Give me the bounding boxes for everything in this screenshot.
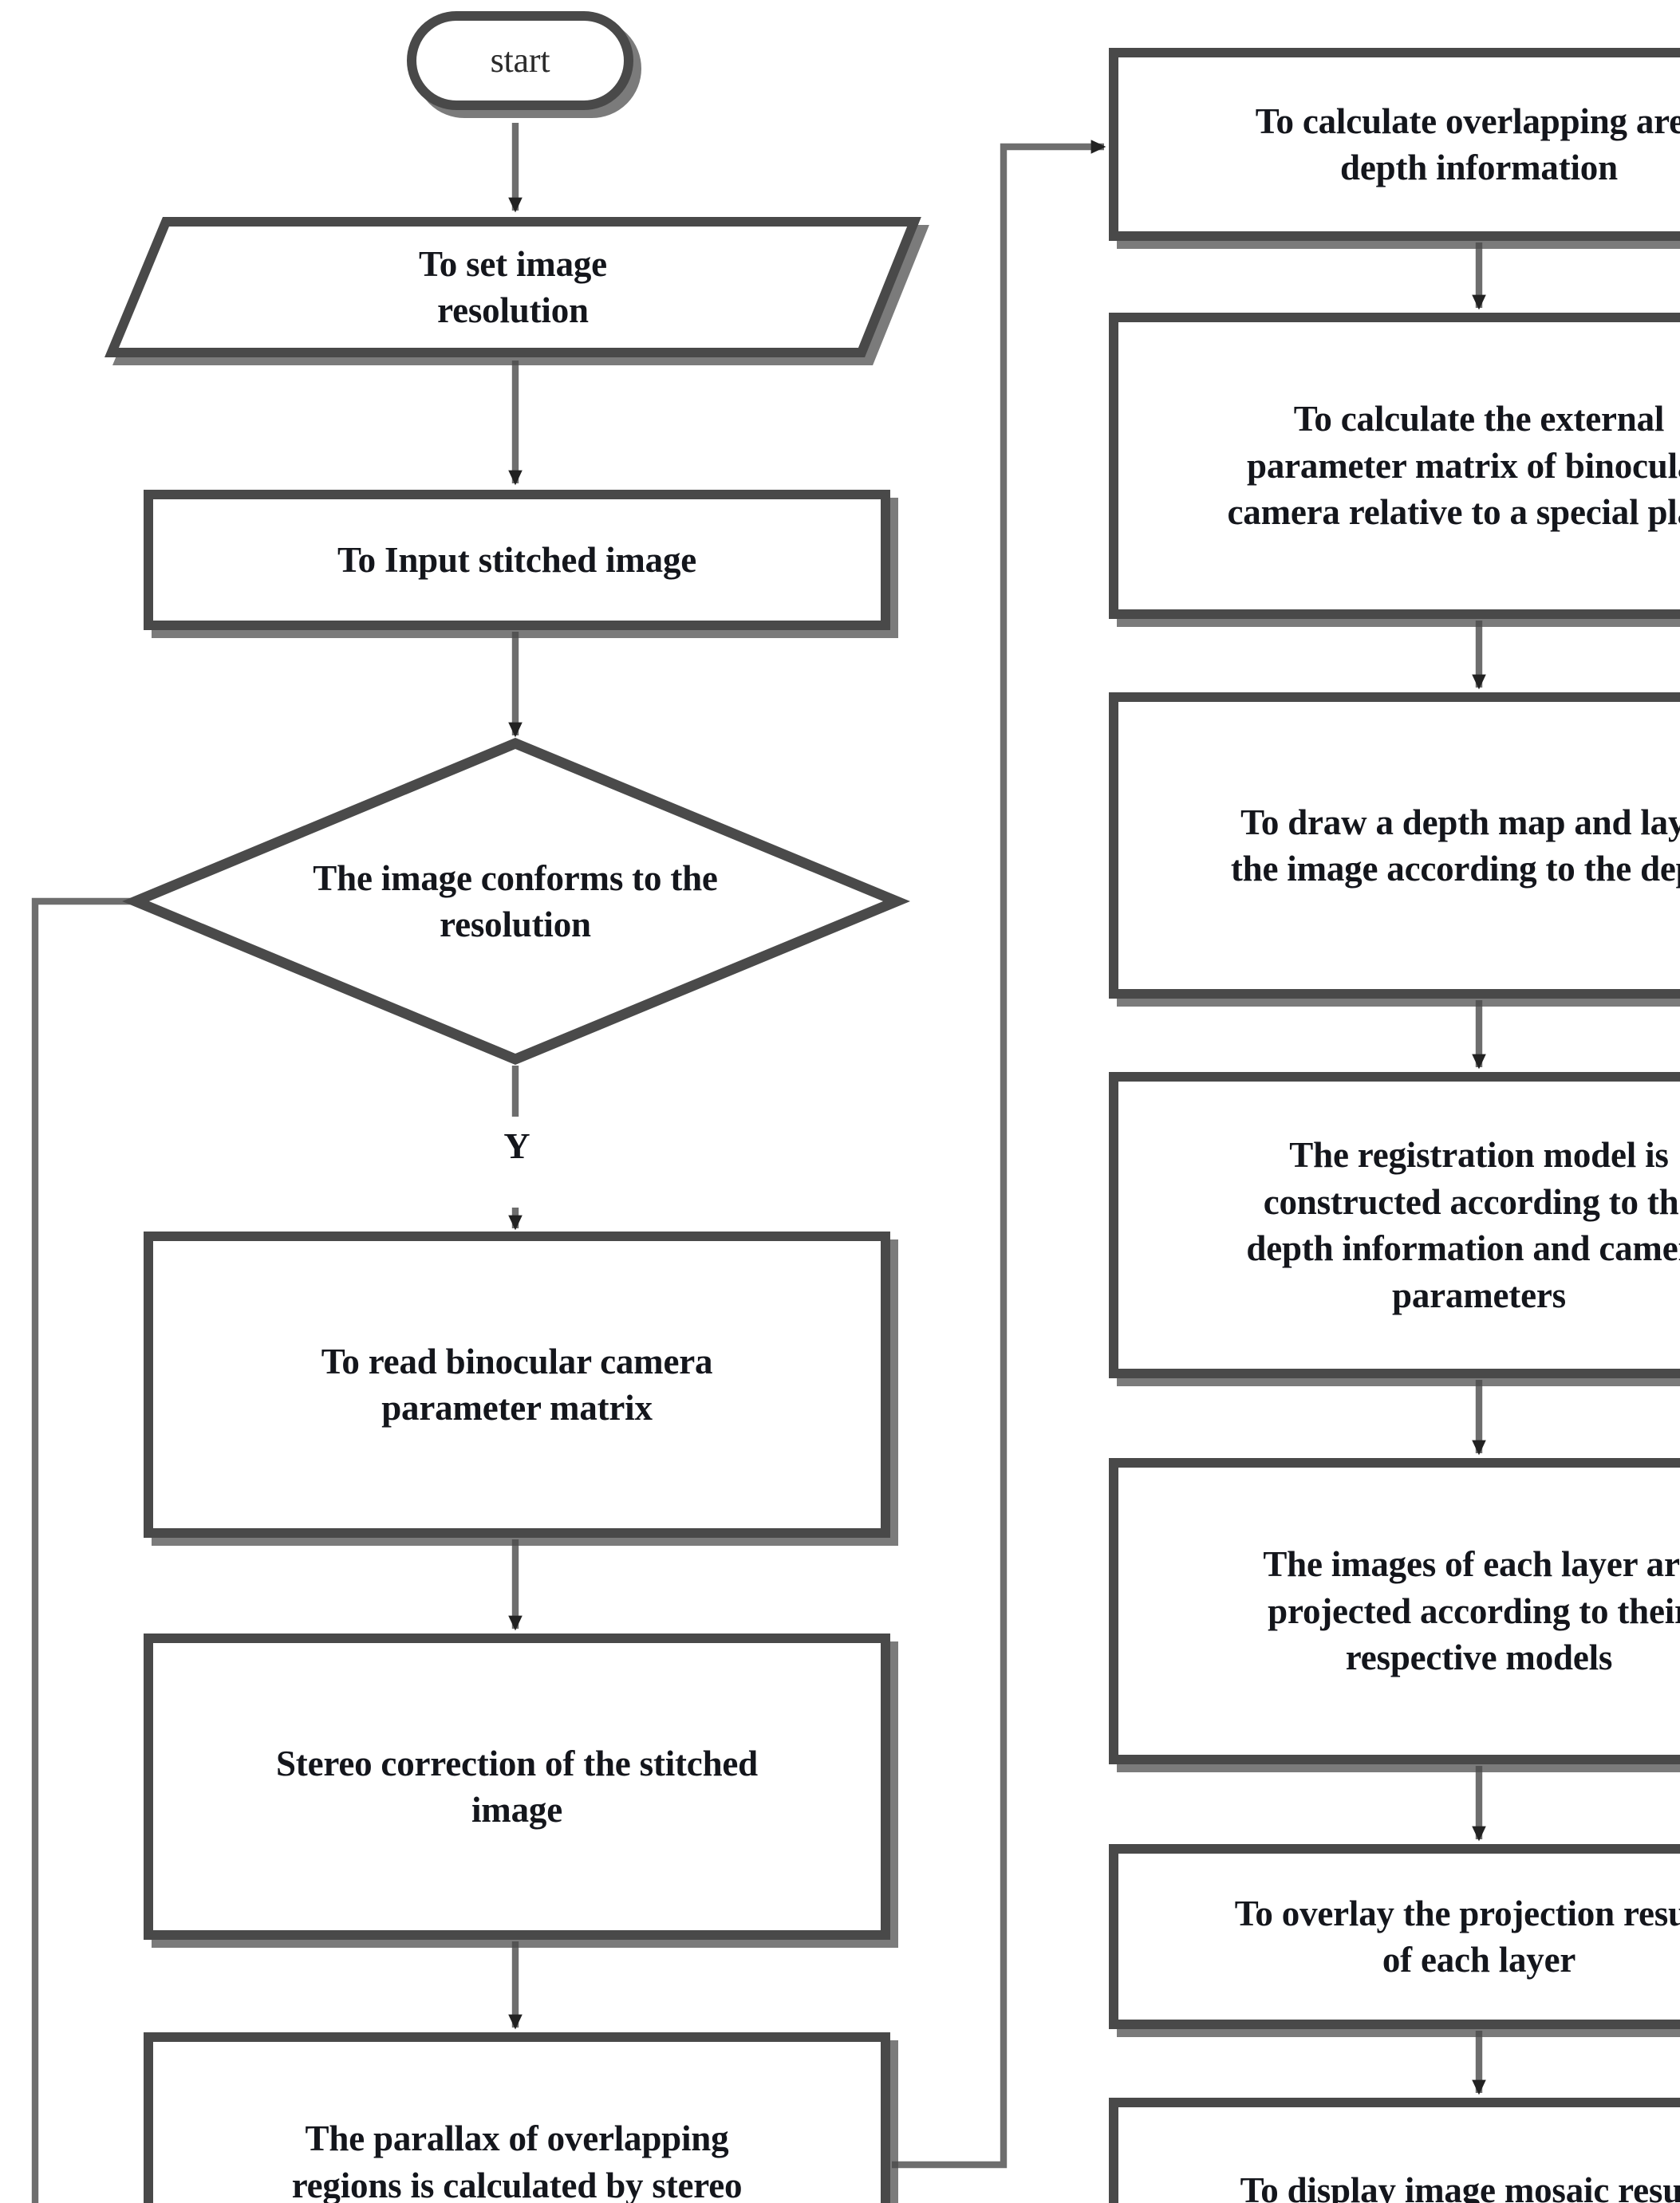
shape-display-mosaic[interactable] (1109, 2098, 1680, 2203)
shape-input-stitched-image[interactable] (144, 490, 890, 630)
shape-start-terminator[interactable] (407, 11, 633, 110)
connector-layer (31, 123, 1486, 2203)
shape-project-layers[interactable] (1109, 1458, 1680, 1764)
shape-resolution-decision[interactable] (122, 737, 910, 1066)
shape-draw-depth-map[interactable] (1109, 692, 1680, 999)
shape-registration-model[interactable] (1109, 1072, 1680, 1378)
shape-parallax-stereo-matching[interactable] (144, 2032, 890, 2203)
shape-set-resolution-parallelogram[interactable] (105, 217, 921, 357)
shape-stereo-correction[interactable] (144, 1634, 890, 1940)
edge-label-yes: Y (503, 1125, 530, 1166)
shape-layer (105, 11, 1680, 2203)
edge-decision-no-to-end (31, 897, 136, 2203)
shape-overlap-depth-info[interactable] (1109, 48, 1680, 241)
edge-parallax-to-overlap-depth (892, 140, 1106, 2169)
shape-read-camera-matrix[interactable] (144, 1232, 890, 1538)
shape-external-parameter-matrix[interactable] (1109, 313, 1680, 619)
shape-overlay-projection[interactable] (1109, 1844, 1680, 2029)
